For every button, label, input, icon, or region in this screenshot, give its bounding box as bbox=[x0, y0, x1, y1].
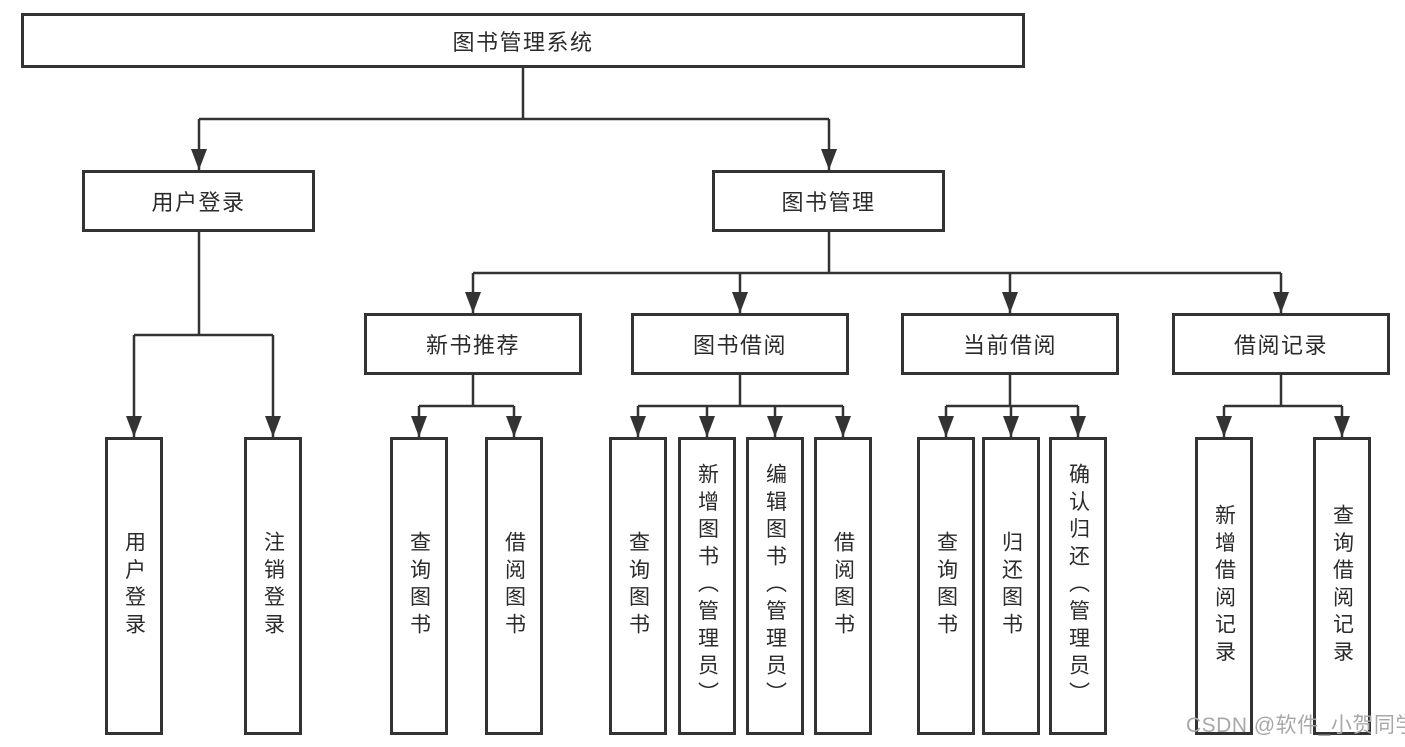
node-book-management: 图书管理 bbox=[712, 170, 945, 232]
node-borrowing-records: 借阅记录 bbox=[1172, 313, 1390, 375]
leaf-add-borrow-record: 新增借阅记录 bbox=[1195, 437, 1253, 735]
leaf-borrow-books-recommend-label: 借阅图书 bbox=[502, 531, 526, 641]
leaf-logout-label: 注销登录 bbox=[261, 531, 285, 641]
leaf-add-book-admin: 新增图书（管理员） bbox=[678, 437, 736, 735]
leaf-query-books-current-label: 查询图书 bbox=[934, 531, 958, 641]
node-borrowing-records-label: 借阅记录 bbox=[1233, 333, 1328, 358]
leaf-query-books-recommend-label: 查询图书 bbox=[407, 531, 431, 641]
leaf-add-book-admin-label: 新增图书（管理员） bbox=[695, 463, 719, 709]
leaf-borrow-books: 借阅图书 bbox=[814, 437, 872, 735]
node-book-borrowing-label: 图书借阅 bbox=[692, 333, 787, 358]
node-new-book-recommendation-label: 新书推荐 bbox=[425, 333, 520, 358]
connector-trunks bbox=[134, 68, 1342, 408]
node-library-management-system: 图书管理系统 bbox=[21, 13, 1025, 68]
node-user-login-label: 用户登录 bbox=[151, 190, 246, 215]
node-library-management-system-label: 图书管理系统 bbox=[452, 29, 594, 55]
leaf-edit-book-admin-label: 编辑图书（管理员） bbox=[763, 463, 787, 709]
leaf-logout: 注销登录 bbox=[244, 437, 302, 735]
leaf-return-book-label: 归还图书 bbox=[999, 531, 1023, 641]
node-book-management-label: 图书管理 bbox=[781, 190, 876, 215]
leaf-confirm-return-admin: 确认归还（管理员） bbox=[1049, 437, 1107, 735]
leaf-query-borrow-record-label: 查询借阅记录 bbox=[1330, 504, 1354, 668]
leaf-return-book: 归还图书 bbox=[982, 437, 1040, 735]
csdn-watermark: CSDN @软件_小贺同学 bbox=[1186, 714, 1405, 737]
leaf-borrow-books-recommend: 借阅图书 bbox=[485, 437, 543, 735]
leaf-query-books-borrow: 查询图书 bbox=[609, 437, 667, 735]
leaf-add-borrow-record-label: 新增借阅记录 bbox=[1212, 504, 1236, 668]
leaf-query-books-recommend: 查询图书 bbox=[390, 437, 448, 735]
leaf-confirm-return-admin-label: 确认归还（管理员） bbox=[1066, 463, 1090, 709]
connector-arrows bbox=[126, 119, 1350, 437]
leaf-borrow-books-label: 借阅图书 bbox=[831, 531, 855, 641]
leaf-query-borrow-record: 查询借阅记录 bbox=[1313, 437, 1371, 735]
node-current-borrowing: 当前借阅 bbox=[901, 313, 1119, 375]
node-new-book-recommendation: 新书推荐 bbox=[364, 313, 582, 375]
leaf-query-books-current: 查询图书 bbox=[917, 437, 975, 735]
leaf-user-login: 用户登录 bbox=[105, 437, 163, 735]
leaf-edit-book-admin: 编辑图书（管理员） bbox=[746, 437, 804, 735]
leaf-query-books-borrow-label: 查询图书 bbox=[626, 531, 650, 641]
node-book-borrowing: 图书借阅 bbox=[631, 313, 849, 375]
node-current-borrowing-label: 当前借阅 bbox=[962, 333, 1057, 358]
node-user-login: 用户登录 bbox=[82, 170, 315, 232]
leaf-user-login-label: 用户登录 bbox=[122, 531, 146, 641]
